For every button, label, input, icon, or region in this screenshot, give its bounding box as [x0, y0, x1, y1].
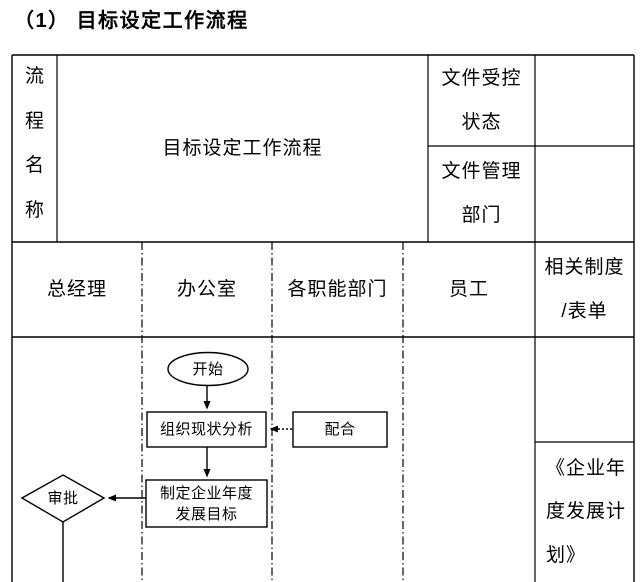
cooperate-step-label: 配合: [324, 421, 356, 438]
doc-management-dept-label: 文件管理 部门: [441, 161, 522, 226]
lane-header-office: 办公室: [176, 278, 237, 300]
doc-controlled-status-label: 文件受控 状态: [441, 67, 522, 133]
lane-header-general-manager: 总经理: [46, 278, 107, 300]
approve-decision-shape: [20, 474, 106, 523]
doc-management-dept-value: [535, 146, 634, 242]
process-name-value: 目标设定工作流程: [162, 137, 323, 159]
approve-decision-label: 审批: [47, 490, 79, 507]
goal-step-label: 制定企业年度 发展目标: [159, 484, 253, 523]
lane-header-related-docs: 相关制度 /表单: [544, 256, 625, 322]
cooperate-step-shape: [292, 411, 388, 448]
annual-plan-doc-reference: 《企业年 度发展计 划》: [546, 457, 627, 566]
start-terminator-shape: [167, 351, 249, 387]
process-name-label: 流程名称: [25, 66, 45, 221]
page-title: （1） 目标设定工作流程: [14, 10, 249, 32]
analyze-step-label: 组织现状分析: [159, 421, 253, 438]
doc-controlled-status-value: [535, 55, 634, 146]
start-terminator-label: 开始: [192, 360, 224, 378]
lane-header-functional-depts: 各职能部门: [287, 278, 388, 300]
lane-header-employees: 员工: [448, 278, 489, 300]
analyze-step-shape: [146, 411, 267, 448]
goal-step-shape: [145, 479, 268, 528]
